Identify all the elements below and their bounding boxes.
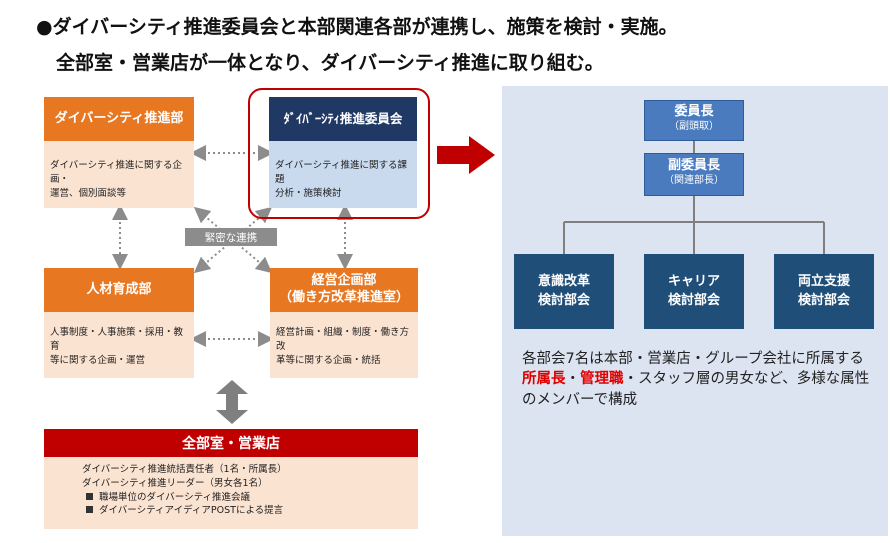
all-store-body: ダイバーシティ推進統括責任者（1名・所属長） ダイバーシティ推進リーダー（男女各… (44, 457, 418, 529)
vice-chair-box: 副委員長 （関連部長） (644, 153, 744, 196)
subcommittee-box: 意識改革 検討部会 (514, 254, 614, 329)
all-store-bullet: ダイバーシティアイディアPOSTによる提言 (82, 504, 418, 518)
vice-chair-title: 副委員長 (667, 158, 720, 173)
subcommittee-line: 検討部会 (667, 292, 720, 308)
note-separator: ・ (565, 371, 581, 388)
member-composition-note: 各部会7名は本部・営業店・グループ会社に所属する所属長・管理職・スタッフ層の男女… (522, 349, 877, 410)
vice-chair-sub: （関連部長） (664, 175, 724, 187)
subcommittee-box: キャリア 検討部会 (644, 254, 744, 329)
diversity-dept-body-line: 運営、個別面談等 (50, 187, 127, 199)
note-highlight-management: 管理職 (580, 371, 624, 388)
committee-highlight-frame (248, 88, 430, 219)
all-store-bullet-text: ダイバーシティアイディアPOSTによる提言 (99, 505, 284, 517)
note-text: 各部会7名は本部・営業店・グループ会社に所属する (522, 351, 864, 367)
subcommittee-line: 検討部会 (797, 292, 850, 308)
committee-body: ダイバーシティ推進に関する課題 分析・施策検討 (269, 141, 417, 208)
all-store-title: 全部室・営業店 (44, 429, 418, 457)
diversity-dept-title: ダイバーシティ推進部 (44, 97, 194, 141)
hr-dept-body-line: 等に関する企画・運営 (50, 354, 146, 366)
headline-line-1: ●ダイバーシティ推進委員会と本部関連各部が連携し、施策を検討・実施。 (36, 16, 678, 38)
subcommittee-line: 両立支援 (797, 274, 850, 290)
planning-dept-title-line: 経営企画部 (311, 273, 377, 289)
right-arrow-icon (437, 136, 495, 174)
all-store-bullet: 職場単位のダイバーシティ推進会議 (82, 491, 418, 505)
note-text: ・スタッフ層の男女など、多様な属性のメンバーで構成 (522, 371, 870, 408)
committee-body-line: 分析・施策検討 (275, 187, 342, 199)
all-store-bullet-text: 職場単位のダイバーシティ推進会議 (99, 491, 251, 503)
chair-title: 委員長 (674, 104, 714, 119)
planning-dept-body-line: 経営計画・組織・制度・働き方改 (276, 327, 410, 352)
headline-line-2: 全部室・営業店が一体となり、ダイバーシティ推進に取り組む。 (56, 52, 604, 74)
subcommittee-line: キャリア (667, 274, 720, 290)
planning-dept-title: 経営企画部 （働き方改革推進室） (270, 268, 418, 312)
chair-sub: （副頭取） (669, 121, 719, 133)
all-store-line: ダイバーシティ推進リーダー（男女各1名） (82, 477, 268, 489)
diversity-dept-body-line: ダイバーシティ推進に関する企画・ (50, 160, 183, 185)
planning-dept-title-line: （働き方改革推進室） (278, 290, 409, 305)
committee-body-line: ダイバーシティ推進に関する課題 (275, 160, 408, 185)
square-bullet-icon (86, 506, 93, 514)
committee-title: ﾀﾞｲﾊﾞｰｼﾃｨ推進委員会 (269, 97, 417, 141)
square-bullet-icon (86, 492, 93, 500)
up-down-arrow-icon (216, 380, 248, 424)
subcommittee-line: 検討部会 (537, 292, 590, 308)
all-store-line: ダイバーシティ推進統括責任者（1名・所属長） (82, 464, 287, 475)
note-highlight-manager: 所属長 (522, 371, 566, 388)
hr-dept-body: 人事制度・人事施策・採用・教育 等に関する企画・運営 (44, 312, 194, 378)
subcommittee-box: 両立支援 検討部会 (774, 254, 874, 329)
planning-dept-body: 経営計画・組織・制度・働き方改 革等に関する企画・統括 (270, 312, 418, 378)
planning-dept-body-line: 革等に関する企画・統括 (276, 354, 381, 366)
hr-dept-body-line: 人事制度・人事施策・採用・教育 (50, 327, 184, 352)
subcommittee-line: 意識改革 (537, 274, 590, 290)
diversity-dept-body: ダイバーシティ推進に関する企画・ 運営、個別面談等 (44, 141, 194, 208)
hr-dept-title: 人材育成部 (44, 268, 194, 312)
chair-box: 委員長 （副頭取） (644, 100, 744, 141)
close-cooperation-label: 緊密な連携 (185, 228, 277, 246)
